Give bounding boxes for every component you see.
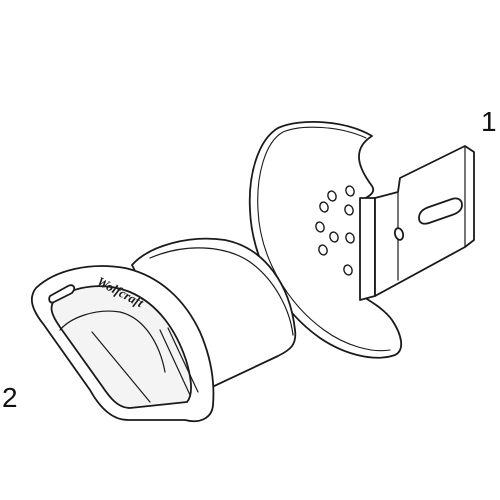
hole (315, 221, 325, 233)
hood-slot (48, 284, 76, 304)
part-2-guard-hood (30, 237, 297, 423)
plate-holes (315, 185, 355, 276)
hole (319, 201, 329, 213)
callout-part-1: 1 (481, 106, 497, 137)
bracket-slot (418, 197, 463, 225)
bracket-hole (393, 227, 405, 241)
hole (318, 244, 328, 256)
hood-side-ridge (159, 327, 199, 396)
plate-rim (257, 126, 391, 352)
hole (345, 185, 355, 197)
hole (345, 232, 355, 244)
hole (327, 190, 337, 202)
hole (343, 264, 353, 276)
hood-tunnel (131, 237, 297, 389)
hood-contour (149, 247, 294, 336)
bracket-strip (359, 197, 376, 301)
hood-opening (50, 285, 192, 409)
hole (344, 204, 354, 216)
hood-inner-lip (59, 310, 166, 403)
hole (329, 231, 339, 243)
callout-part-2: 2 (2, 382, 18, 413)
